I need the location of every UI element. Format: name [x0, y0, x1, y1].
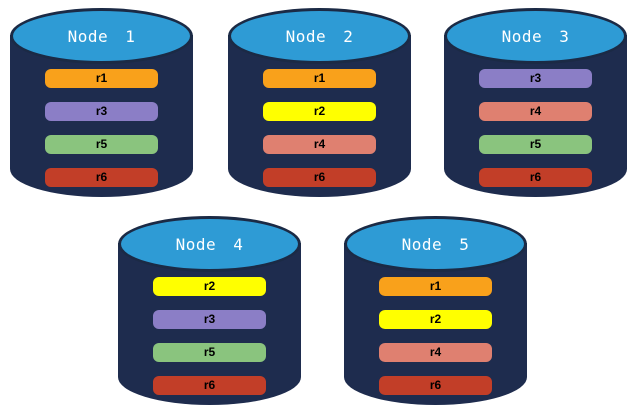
- node-label: Node 5: [401, 234, 470, 254]
- node-label: Node 2: [285, 26, 354, 46]
- replica-bar-r2: r2: [263, 102, 376, 121]
- replica-bar-r4: r4: [379, 343, 492, 362]
- database-node-4: Node 4 r2 r3 r5 r6: [118, 216, 301, 405]
- replica-bar-r4: r4: [263, 135, 376, 154]
- replica-bar-r3: r3: [479, 69, 592, 88]
- replica-bar-r1: r1: [45, 69, 158, 88]
- replica-bar-r1: r1: [379, 277, 492, 296]
- database-node-2: Node 2 r1 r2 r4 r6: [228, 8, 411, 197]
- node-cylinder-top: Node 3: [444, 8, 627, 64]
- replica-bar-r5: r5: [153, 343, 266, 362]
- replica-bar-r6: r6: [45, 168, 158, 187]
- replica-bar-r5: r5: [479, 135, 592, 154]
- replica-list: r1 r3 r5 r6: [10, 69, 193, 187]
- node-label: Node 1: [67, 26, 136, 46]
- replica-list: r2 r3 r5 r6: [118, 277, 301, 395]
- replica-bar-r6: r6: [153, 376, 266, 395]
- replica-list: r3 r4 r5 r6: [444, 69, 627, 187]
- replica-bar-r5: r5: [45, 135, 158, 154]
- replica-bar-r2: r2: [379, 310, 492, 329]
- node-label: Node 3: [501, 26, 570, 46]
- replica-bar-r2: r2: [153, 277, 266, 296]
- replica-bar-r3: r3: [153, 310, 266, 329]
- replica-bar-r1: r1: [263, 69, 376, 88]
- replica-list: r1 r2 r4 r6: [228, 69, 411, 187]
- replica-bar-r6: r6: [263, 168, 376, 187]
- node-cylinder-top: Node 1: [10, 8, 193, 64]
- database-node-3: Node 3 r3 r4 r5 r6: [444, 8, 627, 197]
- database-node-5: Node 5 r1 r2 r4 r6: [344, 216, 527, 405]
- node-label: Node 4: [175, 234, 244, 254]
- node-cylinder-top: Node 2: [228, 8, 411, 64]
- replica-list: r1 r2 r4 r6: [344, 277, 527, 395]
- database-node-1: Node 1 r1 r3 r5 r6: [10, 8, 193, 197]
- node-cylinder-top: Node 4: [118, 216, 301, 272]
- replica-bar-r4: r4: [479, 102, 592, 121]
- replica-bar-r6: r6: [379, 376, 492, 395]
- replica-bar-r6: r6: [479, 168, 592, 187]
- node-cylinder-top: Node 5: [344, 216, 527, 272]
- replica-bar-r3: r3: [45, 102, 158, 121]
